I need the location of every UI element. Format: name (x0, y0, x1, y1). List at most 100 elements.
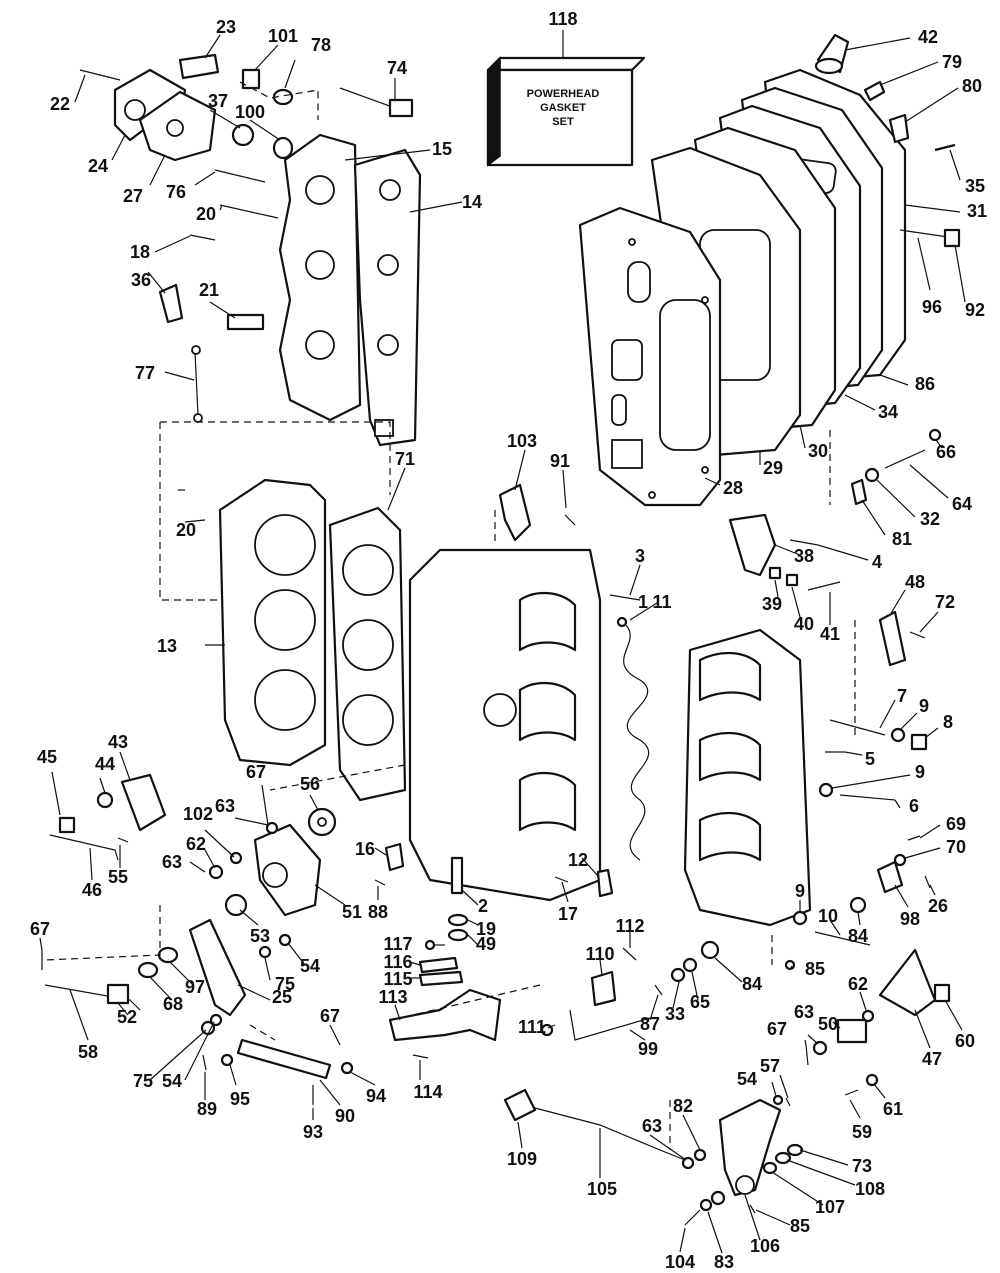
callout-97: 97 (185, 977, 205, 997)
callout-106: 106 (750, 1236, 780, 1256)
callout-75b: 75 (133, 1071, 153, 1091)
callout-60: 60 (955, 1031, 975, 1051)
cylinder-block-assembly (218, 478, 928, 942)
callout-3: 3 (635, 546, 645, 566)
callout-20b: 20 (176, 520, 196, 540)
callout-37: 37 (208, 91, 228, 111)
callout-63d: 63 (642, 1116, 662, 1136)
callout-69: 69 (946, 814, 966, 834)
callout-26: 26 (928, 896, 948, 916)
callout-50: 50 (818, 1014, 838, 1034)
callout-9c: 9 (795, 881, 805, 901)
callout-35: 35 (965, 176, 985, 196)
callout-40: 40 (794, 614, 814, 634)
assembly-guide-lines (44, 81, 856, 1150)
callout-68: 68 (163, 994, 183, 1014)
callout-78: 78 (311, 35, 331, 55)
callout-32: 32 (920, 509, 940, 529)
cam-47 (878, 948, 937, 1017)
callout-87: 87 (640, 1014, 660, 1034)
callout-73: 73 (852, 1156, 872, 1176)
callout-44: 44 (95, 754, 115, 774)
callout-9b: 9 (915, 762, 925, 782)
callout-30: 30 (808, 441, 828, 461)
callout-17: 17 (558, 904, 578, 924)
callout-39: 39 (762, 594, 782, 614)
callout-1: 1 (638, 592, 648, 612)
callout-74: 74 (387, 58, 407, 78)
callout-34: 34 (878, 402, 898, 422)
callout-109: 109 (507, 1149, 537, 1169)
callout-43: 43 (108, 732, 128, 752)
callout-70: 70 (946, 837, 966, 857)
callout-6: 6 (909, 796, 919, 816)
callout-96: 96 (922, 297, 942, 317)
callout-76: 76 (166, 182, 186, 202)
callout-110: 110 (585, 944, 614, 964)
head-gasket-14 (353, 148, 422, 447)
callout-15: 15 (432, 139, 452, 159)
callout-24: 24 (88, 156, 108, 176)
callout-92: 92 (965, 300, 985, 320)
throttle-arm-25 (188, 918, 247, 1017)
callout-79: 79 (942, 52, 962, 72)
callout-5: 5 (865, 749, 875, 769)
callout-67c: 67 (320, 1006, 340, 1026)
callout-85b: 85 (790, 1216, 810, 1236)
callout-111: 111 (518, 1017, 546, 1037)
callout-13: 13 (157, 636, 177, 656)
callout-83: 83 (714, 1252, 734, 1272)
callout-47: 47 (922, 1049, 942, 1069)
callout-21: 21 (199, 280, 219, 300)
callout-82: 82 (673, 1096, 693, 1116)
callout-77: 77 (135, 363, 155, 383)
callout-99: 99 (638, 1039, 658, 1059)
callout-56: 56 (300, 774, 320, 794)
callout-20a: 20 (196, 204, 216, 224)
powerhead-gasket-set-box: POWERHEAD GASKET SET (486, 56, 646, 167)
callout-2: 2 (478, 896, 488, 916)
callout-116: 116 (383, 952, 412, 972)
link-bar-90 (236, 1038, 332, 1080)
callout-22: 22 (50, 94, 70, 114)
callout-42: 42 (918, 27, 938, 47)
callout-52: 52 (117, 1007, 137, 1027)
callout-107: 107 (815, 1197, 845, 1217)
callout-67b: 67 (30, 919, 50, 939)
callout-16: 16 (355, 839, 375, 859)
callout-27: 27 (123, 186, 143, 206)
callout-59: 59 (852, 1122, 872, 1142)
callout-48: 48 (905, 572, 925, 592)
callout-118: 118 (548, 9, 577, 29)
callout-19: 19 (476, 919, 496, 939)
callout-12: 12 (568, 850, 588, 870)
callout-90: 90 (335, 1106, 355, 1126)
callout-51: 51 (342, 902, 362, 922)
callout-10: 10 (818, 906, 838, 926)
callout-45: 45 (37, 747, 57, 767)
callout-46: 46 (82, 880, 102, 900)
callout-117: 117 (383, 934, 412, 954)
callout-62b: 62 (848, 974, 868, 994)
callout-101: 101 (268, 26, 298, 46)
callout-64: 64 (952, 494, 972, 514)
exhaust-cover-stack (578, 33, 961, 507)
callout-9a: 9 (919, 696, 929, 716)
callout-84a: 84 (848, 926, 868, 946)
gasket-box-line-1: POWERHEAD (527, 88, 600, 100)
gasket-box-line-2: GASKET (540, 102, 586, 114)
callout-28: 28 (723, 478, 743, 498)
callout-108: 108 (855, 1179, 885, 1199)
callout-75a: 75 (275, 974, 295, 994)
callout-leaders (39, 30, 966, 1254)
callout-84b: 84 (742, 974, 762, 994)
callout-62a: 62 (186, 834, 206, 854)
callout-93: 93 (303, 1122, 323, 1142)
callout-100: 100 (235, 102, 265, 122)
callout-89: 89 (197, 1099, 217, 1119)
callout-4: 4 (872, 552, 882, 572)
callout-55: 55 (108, 867, 128, 887)
callout-115: 115 (383, 969, 412, 989)
callout-81: 81 (892, 529, 912, 549)
